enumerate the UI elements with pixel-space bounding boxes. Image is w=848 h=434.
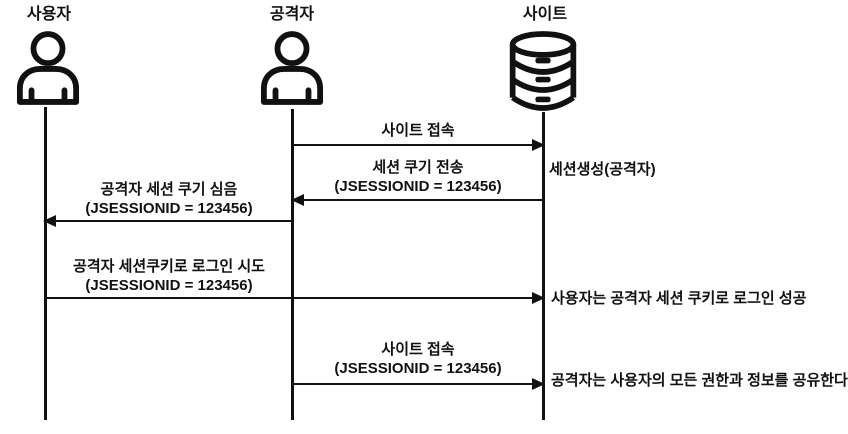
lifeline-site	[542, 112, 545, 420]
message-label: 세션 쿠기 전송 (JSESSIONID = 123456)	[334, 159, 502, 195]
actor-label-site: 사이트	[522, 6, 568, 23]
arrowhead-left-icon	[43, 215, 56, 227]
actor-label-attacker: 공격자	[269, 6, 315, 23]
arrowhead-right-icon	[532, 378, 545, 390]
person-icon	[260, 31, 324, 105]
arrowhead-right-icon	[532, 139, 545, 151]
annotation-session-created: 세션생성(공격자)	[549, 161, 656, 178]
arrowhead-right-icon	[532, 292, 545, 304]
annotation-user-login-success: 사용자는 공격자 세션 쿠키로 로그인 성공	[551, 290, 807, 307]
person-icon	[16, 31, 80, 105]
message-label: 사이트 접속 (JSESSIONID = 123456)	[334, 341, 502, 377]
actor-label-user: 사용자	[26, 6, 72, 23]
message-label: 공격자 세션쿠키로 로그인 시도 (JSESSIONID = 123456)	[73, 258, 265, 294]
arrowhead-left-icon	[291, 194, 304, 206]
message-arrow	[43, 215, 293, 227]
message-arrow	[45, 292, 545, 304]
message-arrow	[291, 194, 543, 206]
database-icon	[509, 31, 577, 111]
message-arrow	[293, 378, 545, 390]
message-label: 사이트 접속	[381, 122, 455, 139]
lifeline-attacker	[291, 109, 294, 420]
lifeline-user	[44, 107, 47, 420]
message-arrow	[293, 139, 545, 151]
annotation-attacker-shares-privileges: 공격자는 사용자의 모든 권한과 정보를 공유한다	[551, 372, 848, 389]
message-label: 공격자 세션 쿠기 심음 (JSESSIONID = 123456)	[85, 181, 253, 217]
